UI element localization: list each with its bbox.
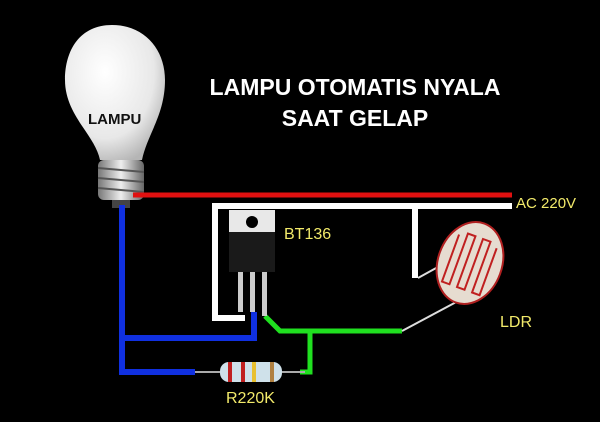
lamp-wire xyxy=(119,205,195,375)
triac-bt136 xyxy=(229,210,275,316)
ldr-sensor xyxy=(435,221,505,305)
ldr-label: LDR xyxy=(500,314,533,331)
neutral-wire xyxy=(212,203,512,321)
triac-label: BT136 xyxy=(284,226,332,243)
lamp-label: LAMPU xyxy=(88,111,142,128)
resistor xyxy=(195,362,305,382)
resistor-label: R220K xyxy=(226,390,275,407)
diagram-title: LAMPU OTOMATIS NYALA SAAT GELAP xyxy=(190,72,520,134)
title-line-2: SAAT GELAP xyxy=(281,105,429,131)
lamp-bulb xyxy=(65,25,165,208)
gate-wire xyxy=(263,314,402,334)
lamp-mt-wire xyxy=(122,312,257,341)
ac-label: AC 220V xyxy=(516,195,577,212)
title-line-1: LAMPU OTOMATIS NYALA xyxy=(209,74,501,100)
gate-resistor-wire xyxy=(300,331,313,375)
